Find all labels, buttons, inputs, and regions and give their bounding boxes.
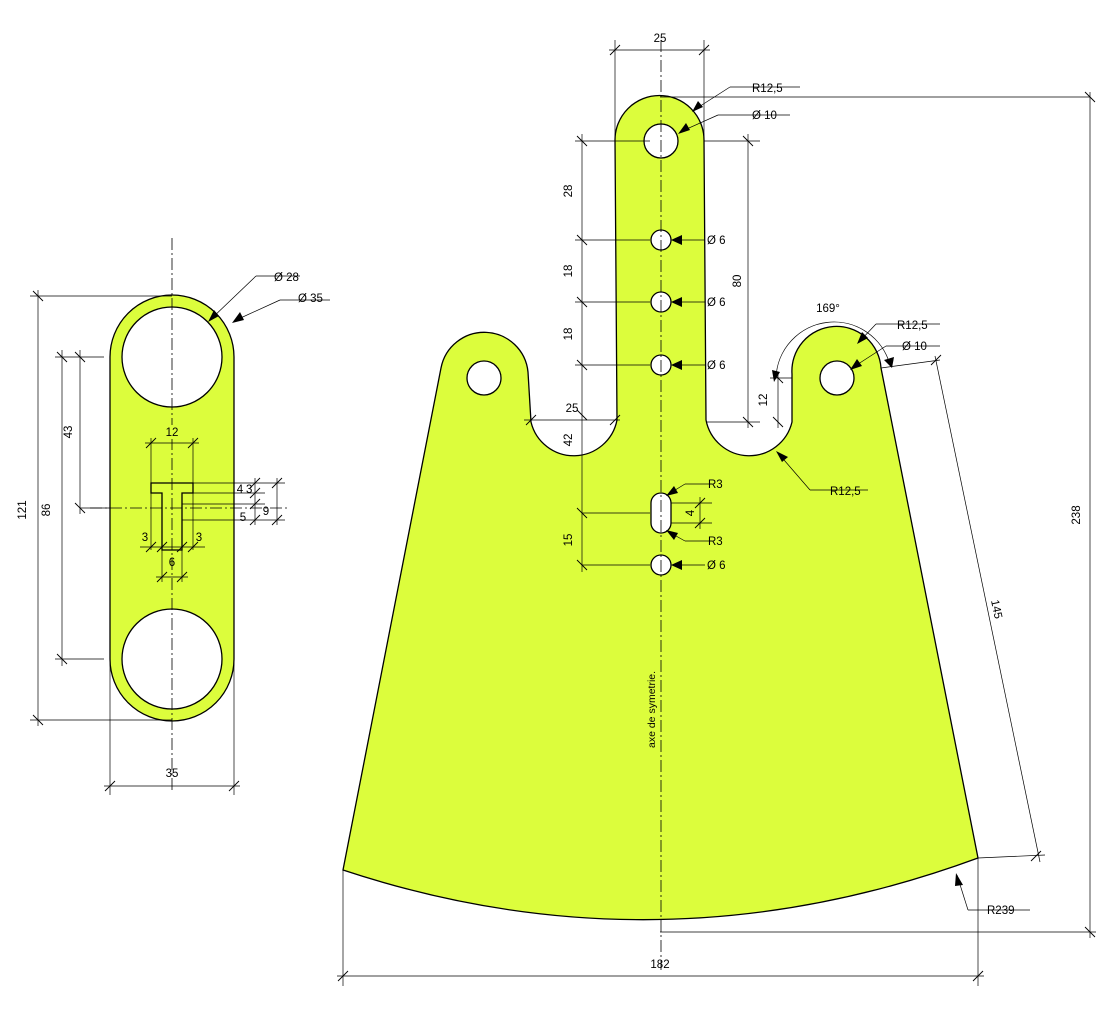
dim-3-top: 3 (246, 484, 252, 496)
dim-42: 42 (563, 434, 575, 447)
label-notch-radius: R12,5 (830, 486, 861, 498)
dim-4: 4 (237, 484, 244, 496)
dim-5: 5 (240, 512, 246, 524)
dim-35: 35 (166, 768, 179, 780)
dim-15: 15 (563, 534, 575, 547)
dim-28: 28 (563, 185, 575, 198)
dim-25-notch: 25 (566, 403, 579, 415)
dim-6: 6 (169, 557, 175, 569)
label-ear-radius: R12,5 (897, 320, 928, 332)
dim-80: 80 (732, 275, 744, 288)
main-part: axe de symetrie. 25 R12,5 Ø 10 28 18 18 (337, 33, 1096, 986)
label-slot-r3-top: R3 (708, 479, 723, 491)
dim-238: 238 (1071, 505, 1083, 524)
label-bottom-radius: R239 (987, 905, 1015, 917)
dim-18-b: 18 (563, 328, 575, 341)
label-slot-r3-bottom: R3 (708, 536, 723, 548)
dim-18-a: 18 (563, 265, 575, 278)
slot-r3 (650, 492, 672, 534)
dim-angle-169: 169° (816, 303, 840, 315)
dim-12-ear: 12 (758, 394, 770, 407)
label-dia-28: Ø 28 (274, 272, 299, 284)
label-ear-hole: Ø 10 (902, 341, 927, 353)
dim-4-slot: 4 (685, 509, 697, 516)
dim-43: 43 (63, 426, 75, 439)
label-top-radius: R12,5 (752, 83, 783, 95)
label-hole-4: Ø 6 (707, 560, 726, 572)
dim-9: 9 (263, 506, 269, 518)
label-hole-1: Ø 6 (707, 235, 726, 247)
dim-top-25: 25 (654, 33, 667, 45)
dim-145: 145 (988, 599, 1004, 620)
dim-12: 12 (166, 427, 179, 439)
dim-121: 121 (17, 500, 29, 519)
label-top-hole: Ø 10 (752, 110, 777, 122)
label-hole-3: Ø 6 (707, 360, 726, 372)
link-part: 121 86 43 12 4 3 (17, 238, 330, 795)
label-hole-2: Ø 6 (707, 297, 726, 309)
dim-3-right: 3 (196, 532, 202, 544)
dim-3-left: 3 (142, 532, 148, 544)
label-dia-35: Ø 35 (298, 293, 323, 305)
dim-182: 182 (650, 959, 669, 971)
left-ear-hole (466, 360, 502, 396)
axis-note: axe de symetrie. (646, 671, 658, 748)
dim-86: 86 (41, 504, 53, 517)
right-ear-hole (819, 360, 855, 396)
